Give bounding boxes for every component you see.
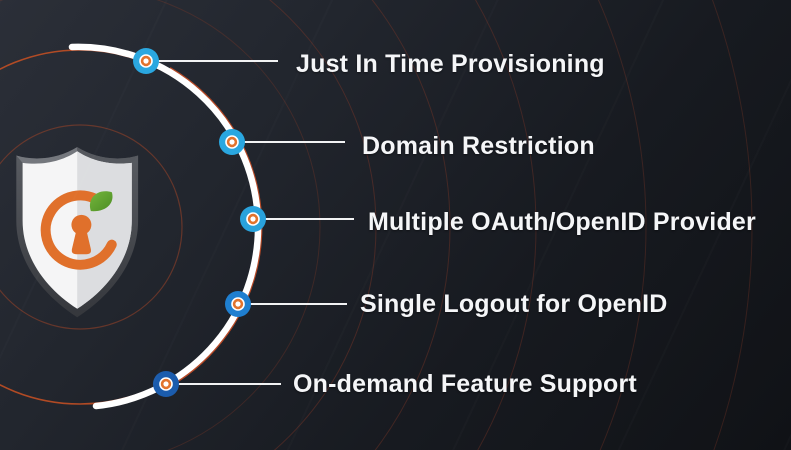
feature-label-multiple-oauth: Multiple OAuth/OpenID Provider [368, 208, 756, 236]
node-center-ring-icon [232, 298, 244, 310]
feature-label-single-logout: Single Logout for OpenID [360, 290, 668, 318]
feature-label-domain-restriction: Domain Restriction [362, 132, 595, 160]
node-center-ring-icon [160, 378, 172, 390]
shield-facet-left [16, 147, 78, 164]
milestone-nodes [133, 48, 266, 397]
shield-facet-right [77, 147, 139, 164]
orange-ring-icon [40, 190, 117, 270]
keyhole-icon [71, 214, 92, 255]
node-on-demand [153, 371, 179, 397]
node-center-ring-icon [226, 136, 238, 148]
feature-label-just-in-time: Just In Time Provisioning [296, 50, 605, 78]
leaf-icon [89, 191, 113, 212]
node-single-logout [225, 291, 251, 317]
node-just-in-time [133, 48, 159, 74]
feature-label-on-demand: On-demand Feature Support [293, 370, 637, 398]
node-multiple-oauth [240, 206, 266, 232]
brand-shield-logo [16, 147, 139, 318]
node-center-ring-icon [247, 213, 259, 225]
node-center-ring-icon [140, 55, 152, 67]
connector-lines [146, 60, 354, 385]
node-domain-restriction [219, 129, 245, 155]
